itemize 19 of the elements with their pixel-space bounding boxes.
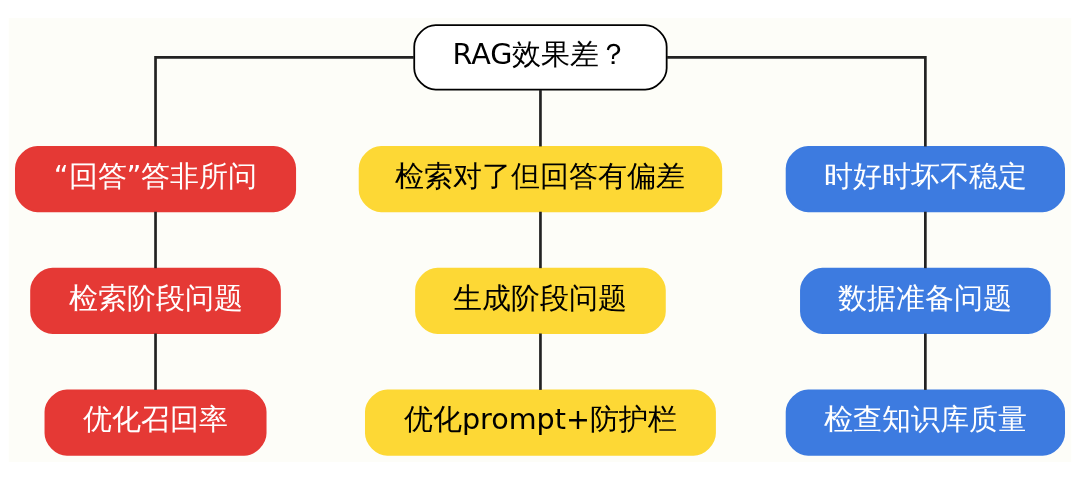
connector [154,56,414,147]
connector [154,333,157,390]
node-box: “回答”答非所问 [15,146,297,213]
node-box: 优化prompt+防护栏 [365,389,716,456]
connector [154,211,157,269]
connector [667,56,927,147]
node-box: RAG效果差？ [413,24,668,91]
node-box: 时好时坏不稳定 [785,146,1065,213]
connector [539,333,542,390]
connector [924,211,927,269]
node-box: 检查知识库质量 [785,389,1065,456]
connector [924,333,927,390]
connector [539,211,542,269]
connector [539,90,542,147]
node-box: 数据准备问题 [800,267,1051,334]
node-box: 优化召回率 [44,389,267,456]
node-box: 检索阶段问题 [30,267,281,334]
node-box: 检索对了但回答有偏差 [358,146,723,213]
node-box: 生成阶段问题 [415,267,666,334]
